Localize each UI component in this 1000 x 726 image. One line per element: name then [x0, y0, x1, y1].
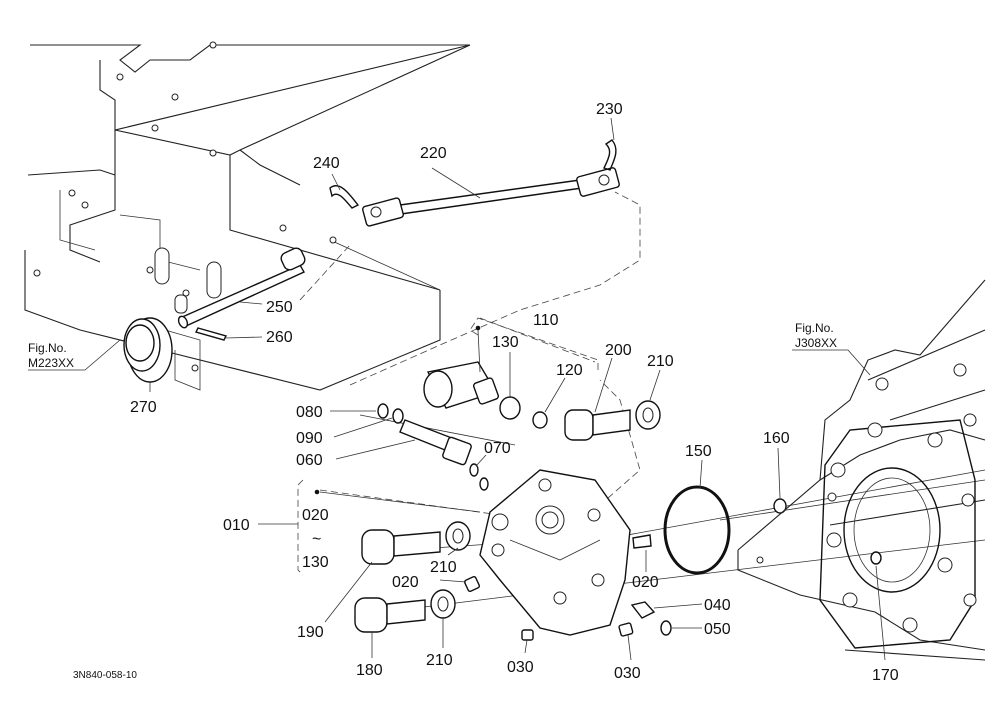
pin-260 — [194, 327, 228, 341]
label-260: 260 — [266, 329, 293, 346]
valve-110 — [423, 361, 500, 409]
label-240: 240 — [313, 155, 340, 172]
label-060: 060 — [296, 452, 323, 469]
label-210-low: 210 — [426, 652, 453, 669]
label-210-top: 210 — [647, 353, 674, 370]
transmission-housing — [737, 279, 986, 661]
label-230: 230 — [596, 101, 623, 118]
plug-030-left — [521, 629, 534, 641]
label-050: 050 — [704, 621, 731, 638]
plug-020-left — [463, 575, 481, 593]
bolt-190 — [361, 529, 441, 565]
fitting-040 — [630, 601, 656, 619]
o-rings-070 — [469, 463, 489, 491]
label-200: 200 — [605, 342, 632, 359]
o-ring-170 — [870, 551, 882, 565]
fig-ref-left-line1: Fig.No. — [28, 341, 67, 355]
shaft-250 — [177, 247, 306, 329]
label-130-group: 130 — [302, 554, 329, 571]
washer-210-top — [635, 400, 661, 430]
washer-080 — [377, 403, 389, 419]
label-030-right: 030 — [614, 665, 641, 682]
housing-010 — [479, 469, 631, 636]
plug-030-right — [618, 622, 634, 637]
label-190: 190 — [297, 624, 324, 641]
label-020-right: 020 — [632, 574, 659, 591]
leader-lines — [28, 117, 886, 661]
fig-ref-left-line2: M223XX — [28, 356, 74, 370]
label-040: 040 — [704, 597, 731, 614]
o-ring-130 — [499, 396, 521, 420]
label-020-group: 020 — [302, 507, 329, 524]
part-labels: 240 220 230 250 260 270 Fig.No. M223XX F… — [28, 101, 899, 684]
ring-120 — [532, 411, 548, 429]
fig-ref-right-line1: Fig.No. — [795, 321, 834, 335]
bolt-200 — [564, 409, 631, 441]
label-150: 150 — [685, 443, 712, 460]
knob-270 — [123, 317, 173, 383]
label-160: 160 — [763, 430, 790, 447]
label-210-mid: 210 — [430, 559, 457, 576]
label-010: 010 — [223, 517, 250, 534]
label-110: 110 — [533, 312, 559, 329]
label-tilde: ~ — [312, 531, 321, 548]
bolt-180 — [354, 597, 426, 633]
diagram-code: 3N840-058-10 — [73, 670, 137, 681]
label-170: 170 — [872, 667, 899, 684]
label-030-left: 030 — [507, 659, 534, 676]
washer-090 — [392, 408, 404, 424]
washer-050 — [660, 620, 672, 636]
rod-220 — [362, 167, 620, 227]
label-220: 220 — [420, 145, 447, 162]
fig-ref-right-line2: J308XX — [795, 336, 837, 350]
washer-210-mid — [445, 521, 471, 551]
label-130: 130 — [492, 334, 519, 351]
label-180: 180 — [356, 662, 383, 679]
clip-230 — [603, 139, 617, 171]
o-ring-160 — [773, 498, 787, 514]
label-020-left: 020 — [392, 574, 419, 591]
o-ring-150 — [663, 485, 731, 575]
label-090: 090 — [296, 430, 323, 447]
spool-060 — [399, 419, 472, 466]
plug-020-right — [632, 534, 652, 549]
washer-210-low — [430, 589, 456, 619]
label-250: 250 — [266, 299, 293, 316]
label-120: 120 — [556, 362, 583, 379]
clip-240 — [329, 185, 360, 209]
frame-outline — [24, 41, 471, 391]
label-080: 080 — [296, 404, 323, 421]
label-270: 270 — [130, 399, 157, 416]
label-070: 070 — [484, 440, 511, 457]
